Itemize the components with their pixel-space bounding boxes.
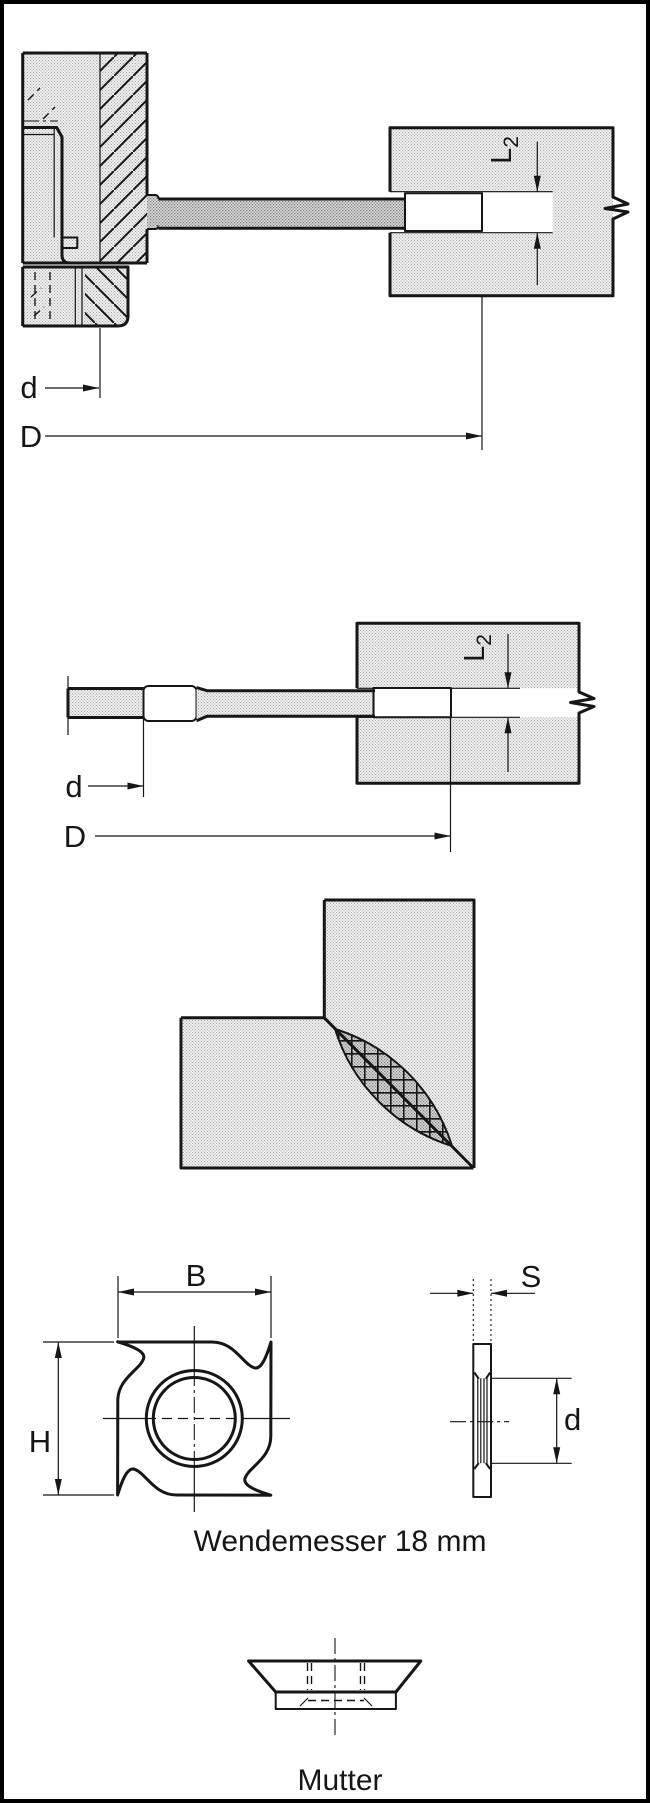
dim-label-d-side: d: [564, 1402, 581, 1437]
nut-caption: Mutter: [297, 1764, 382, 1797]
groove-slot-profile: [357, 688, 520, 718]
horizontal-workpiece: [181, 1017, 474, 1168]
nut-view: [247, 1638, 423, 1737]
top-section-view: L2 d D: [20, 51, 630, 454]
knife-side-body: [472, 1343, 492, 1498]
dim-label-B: B: [186, 1258, 207, 1293]
carbide-insert-profile: [372, 687, 452, 719]
lower-flange-cross-section: [21, 265, 130, 328]
knife-front-view: B H: [29, 1258, 290, 1512]
knife-side-view: S d: [430, 1259, 581, 1498]
dim-label-D-profile: D: [64, 819, 86, 854]
workpiece-block: [388, 126, 630, 298]
dim-label-l2-top: L2: [486, 136, 523, 164]
nut-band: [274, 1691, 397, 1710]
dim-label-d-profile: d: [65, 769, 82, 804]
shank-profile: [66, 676, 452, 735]
nut-hidden-lines: [299, 1663, 373, 1707]
cutter-disc: [147, 192, 483, 233]
workpiece-block-profile: [355, 621, 596, 785]
vertical-workpiece: [324, 900, 474, 1168]
dim-groove-depth-top: L2: [486, 136, 541, 285]
knife-caption: Wendemesser 18 mm: [194, 1525, 487, 1558]
dim-knife-thickness: S: [430, 1259, 541, 1342]
profile-section-view: L2 d D: [64, 621, 596, 854]
knife-body: [116, 1340, 273, 1497]
carbide-insert: [404, 192, 483, 233]
hub-cross-section: [21, 51, 149, 265]
dim-label-H: H: [29, 1424, 51, 1459]
corner-joint-detail: [179, 898, 476, 1170]
dim-knife-bore: d: [491, 1377, 581, 1464]
dim-knife-width: B: [117, 1258, 272, 1338]
dim-knife-height: H: [29, 1341, 114, 1496]
groove-slot: [390, 191, 553, 233]
dim-label-D-top: D: [20, 419, 42, 454]
dim-label-d-top: d: [20, 370, 37, 405]
dim-groove-depth-profile: L2: [459, 634, 512, 772]
dim-bore-profile: d: [65, 687, 145, 804]
dim-bore-top: d: [20, 328, 101, 405]
dim-diameter-top: D: [20, 297, 483, 454]
dim-label-S: S: [521, 1259, 542, 1294]
miter-line: [323, 1016, 475, 1170]
dim-diameter-profile: D: [64, 718, 452, 854]
dim-label-l2-profile: L2: [459, 634, 496, 662]
knife-centerlines: [103, 1326, 290, 1512]
